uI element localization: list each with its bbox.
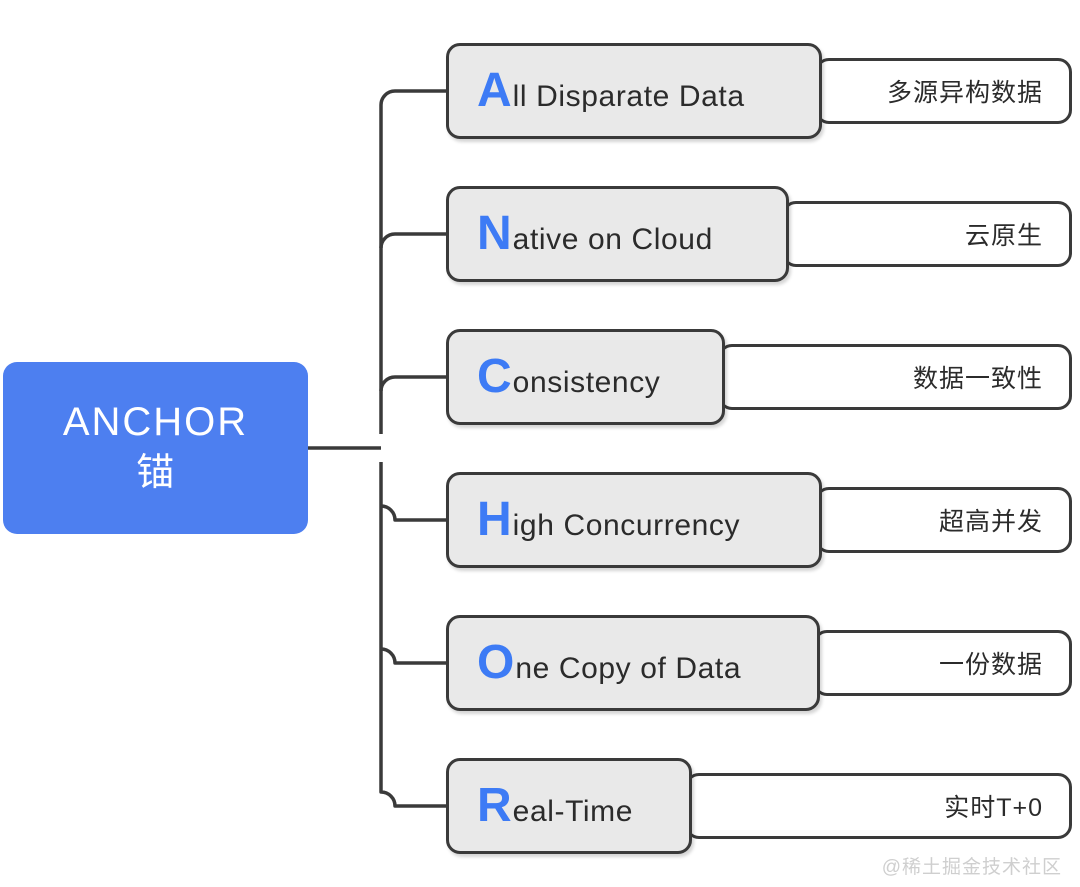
root-title-en: ANCHOR	[62, 400, 249, 445]
root-title-cn: 锚	[136, 452, 175, 495]
leaf-node-all-disparate-data[interactable]: 多源异构数据	[815, 58, 1072, 124]
connector-branch-6	[379, 462, 446, 808]
connector-branch-5	[380, 647, 446, 665]
branch-initial-letter: C	[477, 349, 512, 403]
branch-label-rest: eal-Time	[512, 794, 634, 828]
leaf-label: 多源异构数据	[886, 79, 1043, 107]
branch-initial-letter: R	[477, 778, 512, 832]
connector-branch-4	[380, 504, 446, 522]
leaf-label: 实时T+0	[944, 794, 1043, 822]
leaf-label: 一份数据	[938, 651, 1043, 679]
connector-branch-3	[379, 375, 446, 392]
leaf-label: 超高并发	[938, 508, 1043, 536]
branch-label-rest: ative on Cloud	[512, 222, 713, 256]
leaf-node-high-concurrency[interactable]: 超高并发	[815, 487, 1072, 553]
leaf-node-native-on-cloud[interactable]: 云原生	[782, 201, 1072, 267]
branch-initial-letter: H	[477, 492, 512, 546]
leaf-label: 云原生	[964, 222, 1043, 250]
leaf-node-consistency[interactable]: 数据一致性	[718, 344, 1072, 410]
branch-initial-letter: A	[477, 63, 512, 117]
leaf-node-one-copy-of-data[interactable]: 一份数据	[813, 630, 1072, 696]
branch-label-rest: ll Disparate Data	[512, 79, 745, 113]
connector-branch-2	[379, 232, 446, 249]
branch-label-rest: igh Concurrency	[512, 508, 741, 542]
branch-initial-letter: O	[477, 635, 515, 689]
branch-initial-letter: N	[477, 206, 512, 260]
root-node[interactable]: ANCHOR 锚	[3, 362, 308, 534]
connector-branch-1	[379, 89, 446, 434]
leaf-label: 数据一致性	[912, 365, 1043, 393]
branch-label-rest: ne Copy of Data	[515, 651, 742, 685]
branch-label-rest: onsistency	[512, 365, 661, 399]
watermark: @稀土掘金技术社区	[881, 857, 1062, 878]
leaf-node-real-time[interactable]: 实时T+0	[685, 773, 1072, 839]
